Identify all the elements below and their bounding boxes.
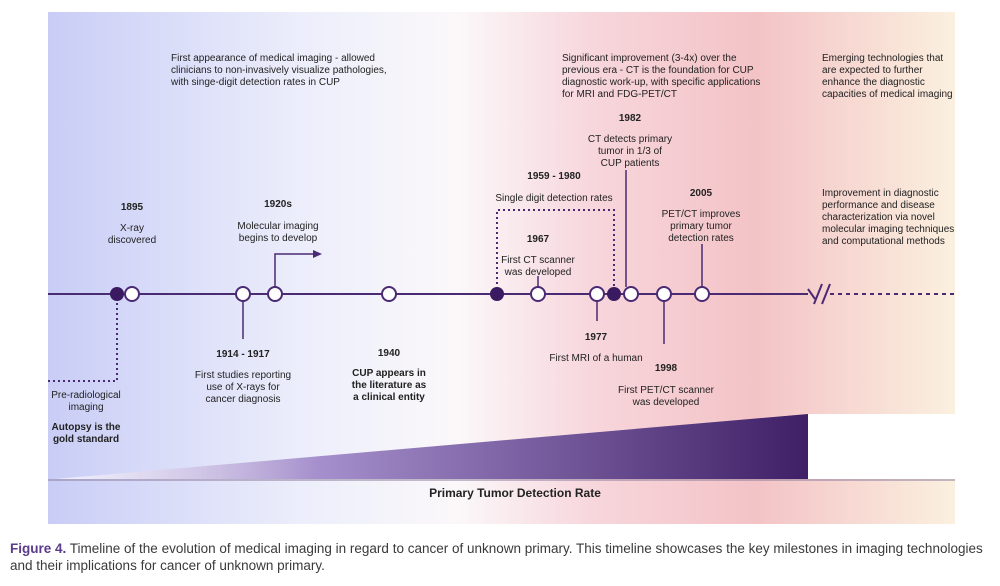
svg-text:clinicians to non-invasively v: clinicians to non-invasively visualize p… xyxy=(171,65,387,76)
era-3-note: Emerging technologies that are expected … xyxy=(822,53,953,100)
svg-text:First CT scanner: First CT scanner xyxy=(501,255,575,266)
svg-text:Autopsy is the: Autopsy is the xyxy=(52,422,121,433)
svg-text:for MRI and FDG-PET/CT: for MRI and FDG-PET/CT xyxy=(562,89,677,100)
node-1998 xyxy=(656,286,672,302)
timeline-break-3 xyxy=(821,283,831,305)
svg-text:2005: 2005 xyxy=(690,188,713,199)
node-pre-radiological xyxy=(110,287,124,301)
svg-text:Emerging technologies that: Emerging technologies that xyxy=(822,53,943,64)
svg-text:primary tumor: primary tumor xyxy=(670,221,732,232)
svg-text:Improvement in diagnostic: Improvement in diagnostic xyxy=(822,188,939,199)
milestone-1977: 1977 First MRI of a human xyxy=(549,332,642,364)
timeline-break-1 xyxy=(807,288,816,300)
svg-text:use of X-rays for: use of X-rays for xyxy=(206,382,280,393)
svg-text:enhance the diagnostic: enhance the diagnostic xyxy=(822,77,925,88)
svg-text:characterization via novel: characterization via novel xyxy=(822,212,935,223)
node-1959 xyxy=(490,287,504,301)
svg-text:CUP patients: CUP patients xyxy=(601,158,660,169)
svg-text:1977: 1977 xyxy=(585,332,608,343)
svg-text:Molecular imaging: Molecular imaging xyxy=(237,221,318,232)
svg-text:are expected to further: are expected to further xyxy=(822,65,923,76)
milestone-1895: 1895 X-ray discovered xyxy=(108,202,156,246)
svg-text:and computational methods: and computational methods xyxy=(822,236,945,247)
node-1920s xyxy=(267,286,283,302)
arrowhead-icon xyxy=(313,250,322,258)
svg-text:Significant improvement (3-4x): Significant improvement (3-4x) over the xyxy=(562,53,737,64)
svg-text:with singe-digit detection rat: with singe-digit detection rates in CUP xyxy=(170,77,340,88)
svg-text:1998: 1998 xyxy=(655,363,678,374)
detection-rate-wedge xyxy=(55,414,808,479)
svg-text:begins to develop: begins to develop xyxy=(239,233,318,244)
svg-text:previous era - CT is the found: previous era - CT is the foundation for … xyxy=(562,65,754,76)
milestone-1967: 1967 First CT scanner was developed xyxy=(501,234,575,278)
svg-text:1959 - 1980: 1959 - 1980 xyxy=(527,171,581,182)
svg-text:1920s: 1920s xyxy=(264,199,292,210)
svg-text:1967: 1967 xyxy=(527,234,550,245)
svg-text:First studies reporting: First studies reporting xyxy=(195,370,291,381)
svg-text:Pre-radiological: Pre-radiological xyxy=(51,390,120,401)
node-1977 xyxy=(589,286,605,302)
svg-text:capacities of medical imaging: capacities of medical imaging xyxy=(822,89,953,100)
svg-text:detection rates: detection rates xyxy=(668,233,734,244)
svg-text:First appearance of medical im: First appearance of medical imaging - al… xyxy=(171,53,375,64)
future-wedge-blank xyxy=(808,414,955,479)
timeline-break-2 xyxy=(813,283,823,305)
svg-text:1914 - 1917: 1914 - 1917 xyxy=(216,349,270,360)
svg-text:molecular imaging techniques: molecular imaging techniques xyxy=(822,224,954,235)
svg-text:First PET/CT scanner: First PET/CT scanner xyxy=(618,385,715,396)
detection-rate-label: Primary Tumor Detection Rate xyxy=(429,486,601,500)
svg-text:a clinical entity: a clinical entity xyxy=(353,392,425,403)
figure-caption-text: Timeline of the evolution of medical ima… xyxy=(10,541,983,573)
milestone-1920s: 1920s Molecular imaging begins to develo… xyxy=(237,199,318,244)
svg-text:1982: 1982 xyxy=(619,113,642,124)
figure-label: Figure 4. xyxy=(10,541,67,556)
svg-text:imaging: imaging xyxy=(68,402,103,413)
pre-radiological-connector xyxy=(48,294,118,382)
node-1914 xyxy=(235,286,251,302)
milestone-1914-1917: 1914 - 1917 First studies reporting use … xyxy=(195,349,291,405)
milestone-1982: 1982 CT detects primary tumor in 1/3 of … xyxy=(588,113,672,169)
node-1980 xyxy=(607,287,621,301)
node-2005 xyxy=(694,286,710,302)
svg-text:tumor in 1/3 of: tumor in 1/3 of xyxy=(598,146,662,157)
svg-text:was developed: was developed xyxy=(504,267,572,278)
svg-text:CUP appears in: CUP appears in xyxy=(352,368,426,379)
svg-text:PET/CT improves: PET/CT improves xyxy=(662,209,741,220)
milestone-2005: 2005 PET/CT improves primary tumor detec… xyxy=(662,188,741,244)
svg-text:diagnostic work-up, with speci: diagnostic work-up, with specific applic… xyxy=(562,77,760,88)
svg-text:X-ray: X-ray xyxy=(120,223,144,234)
node-1967 xyxy=(530,286,546,302)
node-1895 xyxy=(124,286,140,302)
svg-text:discovered: discovered xyxy=(108,235,156,246)
svg-text:cancer diagnosis: cancer diagnosis xyxy=(205,394,280,405)
svg-text:CT detects primary: CT detects primary xyxy=(588,134,672,145)
svg-text:1940: 1940 xyxy=(378,348,401,359)
era-4-note: Improvement in diagnostic performance an… xyxy=(822,188,954,247)
svg-text:1895: 1895 xyxy=(121,202,144,213)
single-digit-bracket xyxy=(496,209,615,294)
svg-text:performance and disease: performance and disease xyxy=(822,200,935,211)
svg-text:First MRI of a human: First MRI of a human xyxy=(549,353,642,364)
svg-text:the literature as: the literature as xyxy=(352,380,427,391)
arrow-1920s xyxy=(274,253,315,287)
svg-text:gold standard: gold standard xyxy=(53,434,119,445)
era-2-note: Significant improvement (3-4x) over the … xyxy=(562,53,760,100)
milestone-1998: 1998 First PET/CT scanner was developed xyxy=(618,363,715,408)
milestone-1940: 1940 CUP appears in the literature as a … xyxy=(352,348,427,403)
milestone-1959-1980: 1959 - 1980 Single digit detection rates xyxy=(495,171,612,204)
svg-text:Single digit detection rates: Single digit detection rates xyxy=(495,193,612,204)
era-1-note: First appearance of medical imaging - al… xyxy=(170,53,387,88)
svg-text:was developed: was developed xyxy=(632,397,700,408)
node-1940 xyxy=(381,286,397,302)
pre-radiological-note: Pre-radiological imaging Autopsy is the … xyxy=(51,390,121,445)
figure-caption: Figure 4. Timeline of the evolution of m… xyxy=(10,540,995,574)
node-1982 xyxy=(623,286,639,302)
